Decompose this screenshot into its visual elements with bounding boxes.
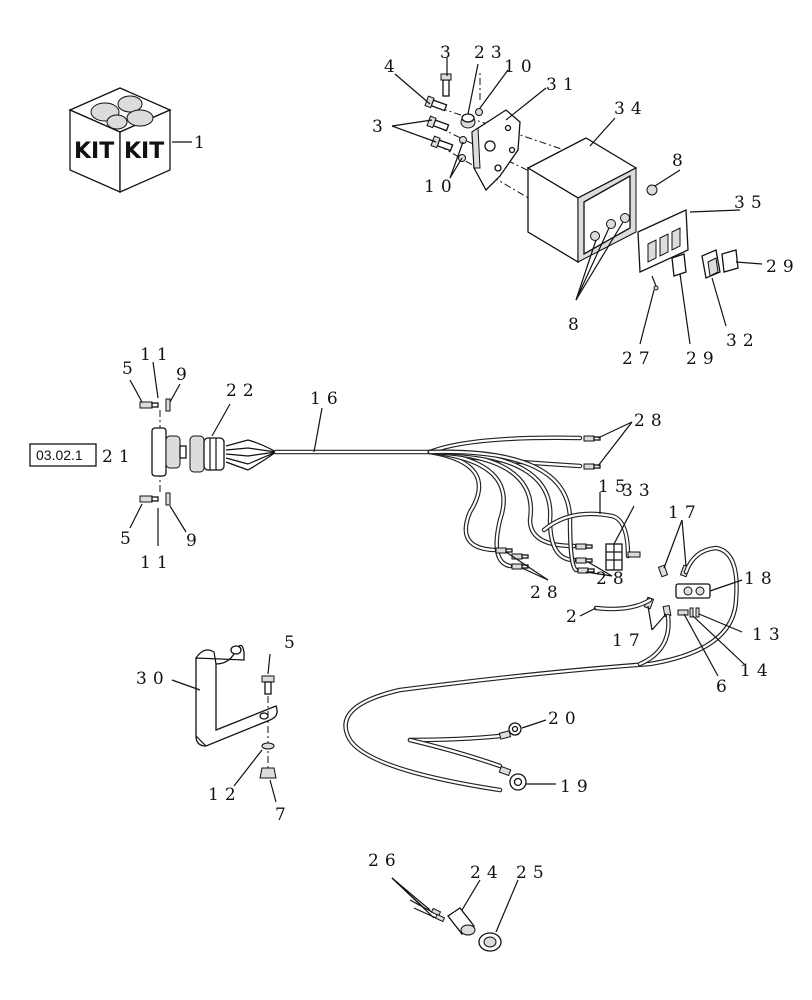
terminals-28 [495,435,601,574]
callout-28-left: 28 [530,583,564,603]
bolt-4 [424,95,448,112]
callout-32: 32 [726,331,760,351]
boot-25 [478,932,502,952]
callout-6: 6 [716,677,733,697]
callout-15: 15 [598,477,632,497]
screw-5-top [139,401,153,409]
callout-5-bottom: 5 [120,529,137,549]
nut-8-a [590,231,600,241]
callout-4: 4 [384,57,401,77]
callout-24: 24 [470,863,504,883]
rocker-switch-32 [701,249,721,279]
kit-label-left: KIT [74,139,114,164]
callout-18: 18 [744,569,778,589]
callout-labels: 1 2 3 3 4 5 5 5 6 7 8 8 9 9 10 10 11 11 … [102,43,800,883]
kit-box: KIT KIT [68,87,192,193]
nut-8-b [606,219,616,229]
washer-10-top [475,108,483,116]
nut-13 [695,607,700,618]
knob-23 [460,113,476,129]
bottom-parts [391,877,519,952]
leader-lines-top [391,58,763,345]
callout-34: 34 [614,99,648,119]
bolt-3-top [440,73,452,97]
ring-terminal-20 [498,722,522,740]
washer-12 [261,742,275,750]
screw-5-bottom [139,495,153,503]
plug-22 [189,435,225,473]
callout-30: 30 [136,669,170,689]
callout-12: 12 [208,785,242,805]
callout-9-bottom: 9 [186,531,203,551]
callout-16: 16 [310,389,344,409]
callout-28-mid: 28 [596,569,630,589]
control-box-assembly [424,70,739,291]
callout-7: 7 [275,805,292,825]
callout-8-top: 8 [672,151,689,171]
nut-8-top [646,184,658,196]
callout-17-bottom: 17 [612,631,646,651]
switch-panel-35 [637,209,689,273]
connector-block-33 [605,543,641,571]
callout-11-bottom: 11 [140,553,174,573]
box-housing-34 [526,137,638,264]
wiring-harness-16 [273,435,739,793]
callout-3-left: 3 [372,117,389,137]
callout-31: 31 [546,75,580,95]
bolt-6 [677,609,689,616]
nut-8-c [620,213,630,223]
callout-14: 14 [740,661,774,681]
harness-branches [427,435,631,573]
switch-cap-29-right [721,249,739,273]
callout-20: 20 [548,709,582,729]
callout-10-top: 10 [504,57,538,77]
reference-box: 03.02.1 [29,443,97,467]
callout-2: 2 [566,607,583,627]
callout-25: 25 [516,863,550,883]
callout-23: 23 [474,43,508,63]
callout-35: 35 [734,193,768,213]
callout-26: 26 [368,851,402,871]
callout-8-bottom: 8 [568,315,585,335]
washer-9-bottom [165,492,171,506]
bolt-3-a [426,115,450,132]
callout-5-top: 5 [122,359,139,379]
callout-5-bracket: 5 [284,633,301,653]
kit-label-right: KIT [124,139,164,164]
callout-21: 21 [102,447,136,467]
callout-13: 13 [752,625,786,645]
callout-10-left: 10 [424,177,458,197]
fuse-holder-18 [675,583,711,599]
ring-terminal-19 [498,765,527,791]
mounting-bracket-30 [171,644,278,803]
reference-box-label: 03.02.1 [36,447,83,463]
bolt-3-b [430,135,454,152]
callout-22: 22 [226,381,260,401]
callout-28-top: 28 [634,411,668,431]
callout-19: 19 [560,777,594,797]
callout-17-top: 17 [668,503,702,523]
callout-1: 1 [194,133,211,153]
callout-11-top: 11 [140,345,174,365]
callout-33: 33 [622,481,656,501]
switch-cap-29-left [671,253,687,277]
callout-9-top: 9 [176,365,193,385]
callout-27: 27 [622,349,656,369]
nut-7 [259,767,277,779]
callout-29-bottom: 29 [686,349,720,369]
screw-27 [651,275,657,287]
nut-14 [689,607,694,618]
receptacle-21 [151,427,187,477]
mounting-bracket-31 [471,109,521,192]
sleeve-24 [447,907,476,936]
leader-lines-harness [129,361,745,785]
bolt-5-bracket [261,675,275,695]
washer-9-top [165,398,171,412]
callout-3-top: 3 [440,43,457,63]
connector-assembly [139,398,277,506]
callout-29-right: 29 [766,257,800,277]
